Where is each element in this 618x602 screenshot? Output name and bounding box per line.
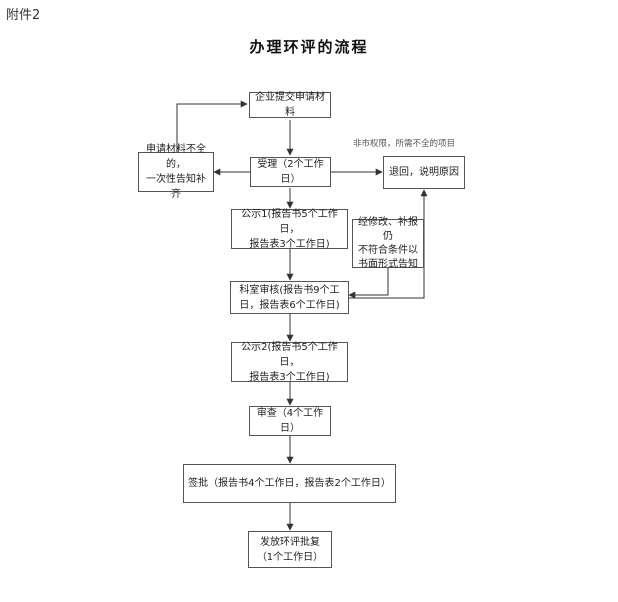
node-review: 科室审核(报告书9个工 日，报告表6个工作日) — [230, 281, 349, 314]
node-publicity1-line-2: 报告表3个工作日) — [249, 238, 330, 250]
node-revise-line-2: 不符合条件以 — [358, 244, 418, 256]
node-incomplete-line-1: 申请材料不全的， — [146, 144, 206, 170]
node-revise-line-3: 书面形式告知 — [358, 258, 418, 270]
node-accept: 受理（2个工作日） — [250, 157, 331, 187]
node-examine: 审查（4个工作日） — [249, 406, 331, 436]
node-sign: 签批（报告书4个工作日，报告表2个工作日） — [183, 464, 396, 503]
node-incomplete-line-2: 一次性告知补齐 — [146, 174, 206, 200]
node-review-line-1: 科室审核(报告书9个工 — [239, 284, 340, 296]
arrow-incomplete-submit — [176, 100, 248, 152]
node-revise: 经修改、补报仍 不符合条件以 书面形式告知 — [352, 216, 424, 270]
annex-label: 附件2 — [6, 8, 41, 23]
node-publicity2: 公示2(报告书5个工作日， 报告表3个工作日) — [231, 341, 348, 383]
node-accept-line-1: 受理（2个工作日） — [257, 159, 324, 185]
node-publicity2-line-1: 公示2(报告书5个工作日， — [241, 341, 338, 368]
node-revise-line-1: 经修改、补报仍 — [358, 216, 418, 242]
arrow-review-return — [349, 189, 428, 299]
node-incomplete: 申请材料不全的， 一次性告知补齐 — [138, 144, 214, 200]
node-submit-line-1: 企业提交申请材料 — [255, 92, 325, 118]
arrow-revise-review — [348, 268, 389, 299]
note-out-of-scope: 非市权限，所需不全的项目 — [353, 139, 456, 149]
node-issue-line-1: 发放环评批复 — [260, 536, 320, 548]
node-publicity1-line-1: 公示1(报告书5个工作日， — [241, 208, 338, 235]
node-examine-line-1: 审查（4个工作日） — [256, 408, 324, 434]
node-issue: 发放环评批复 （1个工作日） — [248, 531, 332, 568]
node-publicity2-line-2: 报告表3个工作日) — [249, 371, 330, 383]
node-return-line-1: 退回，说明原因 — [389, 167, 459, 178]
node-publicity1: 公示1(报告书5个工作日， 报告表3个工作日) — [231, 208, 348, 250]
node-return: 退回，说明原因 — [383, 156, 465, 189]
node-sign-line-1: 签批（报告书4个工作日，报告表2个工作日） — [188, 478, 391, 489]
node-review-line-2: 日，报告表6个工作日) — [239, 299, 340, 311]
node-submit: 企业提交申请材料 — [249, 92, 331, 118]
node-issue-line-2: （1个工作日） — [256, 551, 324, 563]
page-title: 办理环评的流程 — [249, 38, 369, 56]
